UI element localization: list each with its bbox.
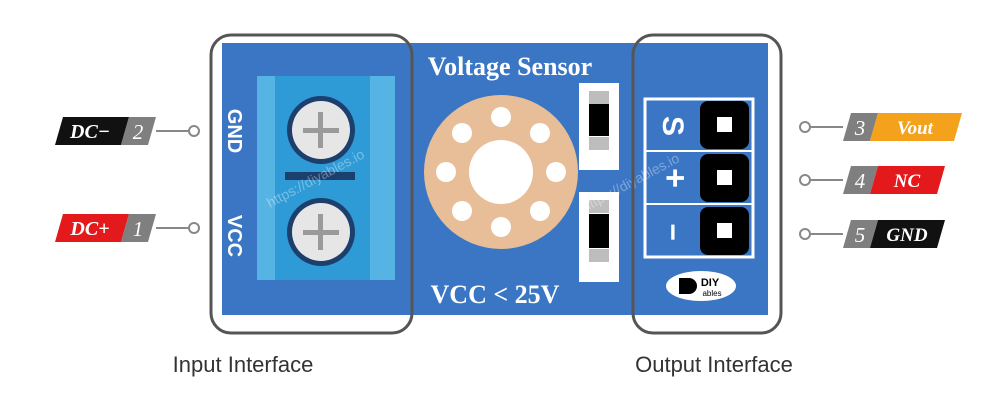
pin-number: 1 [133,217,144,241]
right-pin-3: 3 Vout [799,113,962,141]
diyables-logo-icon: DIY ables [666,271,736,301]
input-label-gnd: GND [223,109,245,153]
output-interface-box [631,33,783,335]
input-label-vcc: VCC [223,215,245,257]
board-title: Voltage Sensor [428,52,592,81]
output-label-signal: S [656,116,689,136]
screw-bottom-icon [287,198,355,266]
screw-terminal-block [257,76,395,280]
pin-number: 5 [855,223,866,247]
pin-number-tag [843,166,878,194]
pin-number-tag [121,117,156,145]
output-label-minus: − [656,223,689,241]
screw-top-icon [287,96,355,164]
pin-label-tag [870,113,962,141]
pin-label: DC− [69,121,110,143]
mounting-hole-icon [424,95,578,249]
output-interface-caption: Output Interface [635,352,793,377]
logo-text-top: DIY [701,277,720,289]
pin-number: 4 [855,169,866,193]
pin-number: 3 [854,116,866,140]
pin-number-tag [121,214,156,242]
pin-number: 2 [133,120,144,144]
output-label-plus: + [656,168,694,188]
resistor-bottom-icon [579,192,619,282]
right-pin-4: 4 NC [799,166,945,194]
pin-label: GND [886,225,927,246]
pin-label: Vout [897,118,934,139]
left-pin-2: DC− 2 [55,117,200,145]
pin-label: NC [893,171,921,192]
board-rating: VCC < 25V [431,280,560,309]
pin-number-tag [843,113,878,141]
pin-number-tag [843,220,878,248]
input-interface-caption: Input Interface [173,352,314,377]
resistor-top-icon [579,83,619,170]
output-header [643,97,755,259]
right-pin-5: 5 GND [799,220,945,248]
pin-label-tag [55,214,129,242]
pin-label-tag [870,220,945,248]
input-interface-box [209,33,414,335]
pin-label-tag [55,117,129,145]
pin-label: DC+ [69,218,109,240]
left-pin-1: DC+ 1 [55,214,200,242]
pin-label-tag [870,166,945,194]
logo-text-bottom: ables [702,289,721,298]
